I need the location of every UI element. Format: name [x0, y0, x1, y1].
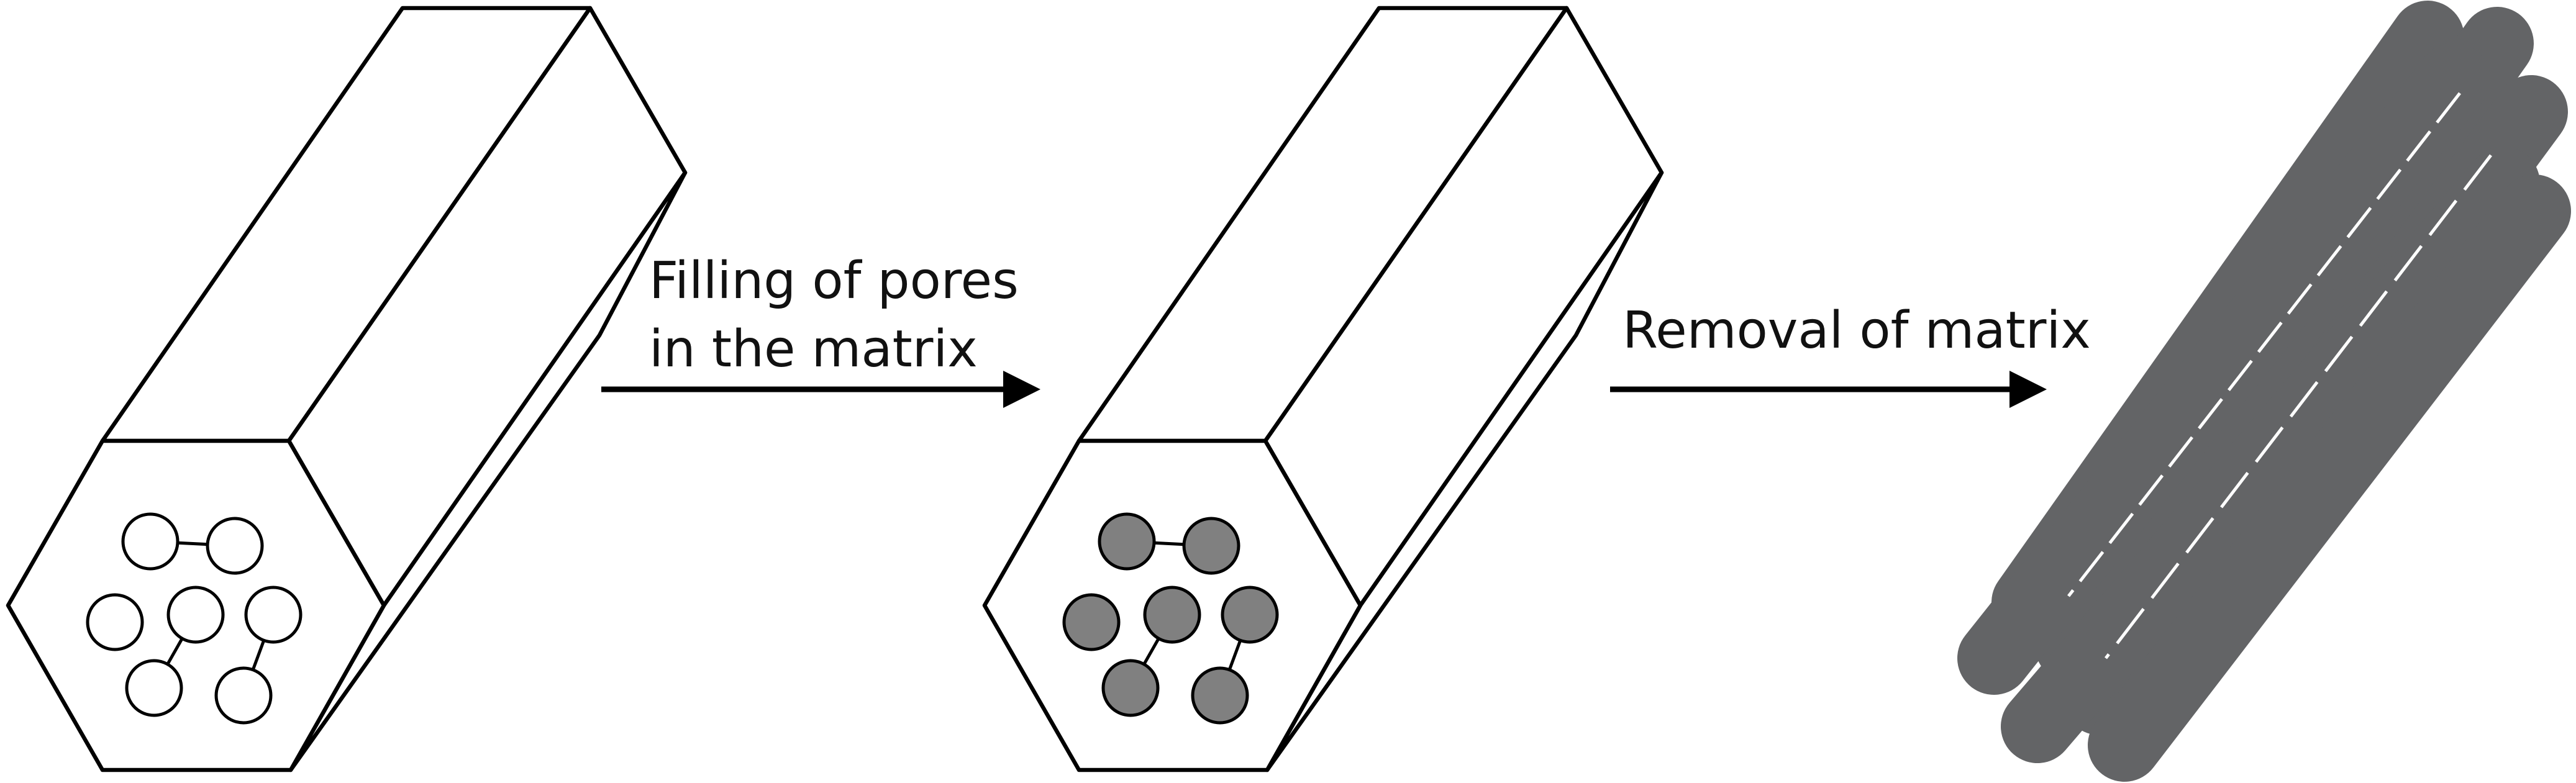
porous-matrix-prism [6, 6, 688, 772]
step2-label: Removal of matrix [1623, 301, 2091, 360]
step1-label-line2: in the matrix [649, 320, 978, 379]
empty-pore [206, 517, 264, 575]
filled-pore [1098, 512, 1156, 571]
empty-pore [244, 586, 303, 644]
empty-pore [166, 586, 225, 644]
right-arrow-icon [601, 371, 1040, 408]
nanorod [2001, 147, 2540, 763]
filled-pore [1062, 593, 1121, 651]
filled-pore [1191, 666, 1249, 725]
step-removal-matrix: Removal of matrix [1610, 301, 2091, 408]
empty-pore [125, 659, 183, 717]
step-filling-pores: Filling of pores in the matrix [601, 251, 1040, 408]
nanorod-bundle [1957, 1, 2571, 782]
empty-pore [121, 512, 180, 571]
filled-pore [1221, 586, 1279, 644]
filled-pore [1143, 586, 1201, 644]
rod-gap [2067, 92, 2461, 597]
empty-pore [86, 593, 144, 651]
nanorod [2088, 174, 2571, 782]
step1-label-line1: Filling of pores [649, 251, 1019, 310]
nanorod [1957, 43, 2490, 695]
filled-matrix-prism [982, 6, 1664, 772]
empty-pore [214, 666, 273, 725]
filled-pore [1101, 659, 1160, 717]
filled-pore [1182, 517, 1240, 575]
rod-gap [2105, 154, 2492, 659]
right-arrow-icon [1610, 371, 2047, 408]
